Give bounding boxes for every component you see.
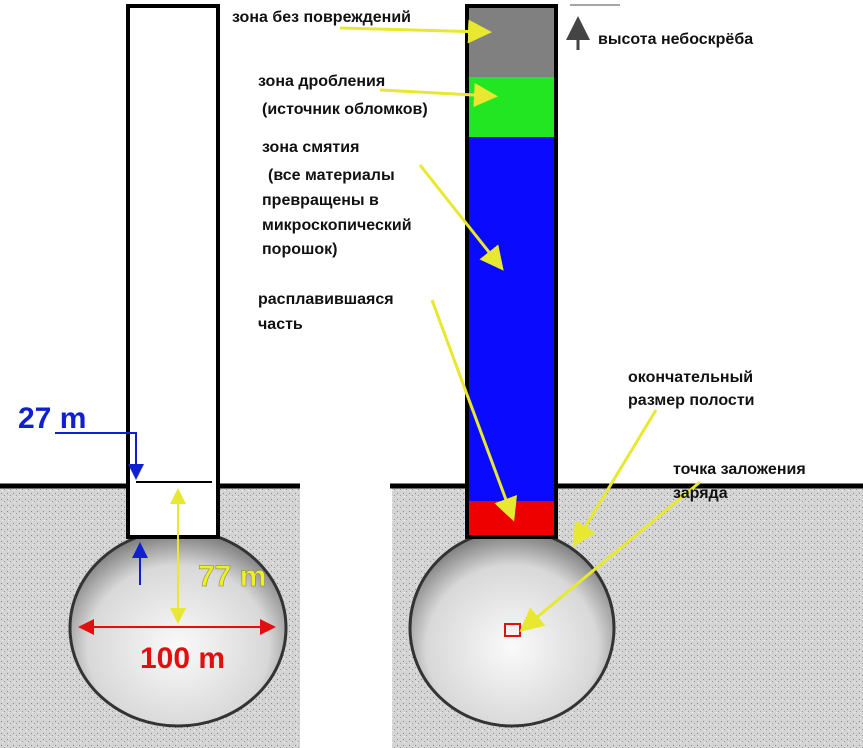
arrow-compression xyxy=(418,164,504,271)
arrow-charge xyxy=(519,480,701,632)
label-compression-2: (все материалы xyxy=(268,167,395,184)
right-diagram xyxy=(390,4,863,748)
zone-compression xyxy=(467,137,556,501)
width-label: 100 m xyxy=(140,642,225,675)
label-compression-4: микроскопический xyxy=(262,217,412,234)
label-no-damage: зона без повреждений xyxy=(232,9,411,26)
label-compression-5: порошок) xyxy=(262,241,337,258)
label-charge-2: заряда xyxy=(673,485,728,502)
pointer-arrows xyxy=(339,19,701,632)
label-compression: зона смятия xyxy=(262,139,359,156)
label-compression-3: превращены в xyxy=(262,192,379,209)
label-height: высота небоскрёба xyxy=(598,31,753,48)
arrow-crushing xyxy=(379,83,498,108)
arrow-cavity xyxy=(572,409,658,548)
label-melted-2: часть xyxy=(258,316,303,333)
height-label: 77 m xyxy=(198,560,266,593)
label-crushing-sub: (источник обломков) xyxy=(262,101,428,118)
zone-crushing xyxy=(467,77,556,137)
label-crushing: зона дробления xyxy=(258,73,385,90)
arrow-no-damage xyxy=(339,19,492,44)
label-charge: точка заложения xyxy=(673,461,806,478)
cavity xyxy=(408,528,616,728)
depth-label: 27 m xyxy=(18,402,86,435)
skyscraper xyxy=(126,4,220,539)
left-diagram: 27 m 77 m 100 m xyxy=(0,4,300,748)
arrow-melted xyxy=(430,299,518,522)
zone-intact xyxy=(467,6,556,77)
label-cavity-2: размер полости xyxy=(628,392,755,409)
label-cavity: окончательный xyxy=(628,369,753,386)
label-melted: расплавившаяся xyxy=(258,291,394,308)
skyscraper xyxy=(465,4,558,539)
depth-arrow xyxy=(55,432,144,480)
zone-melted xyxy=(467,501,556,537)
